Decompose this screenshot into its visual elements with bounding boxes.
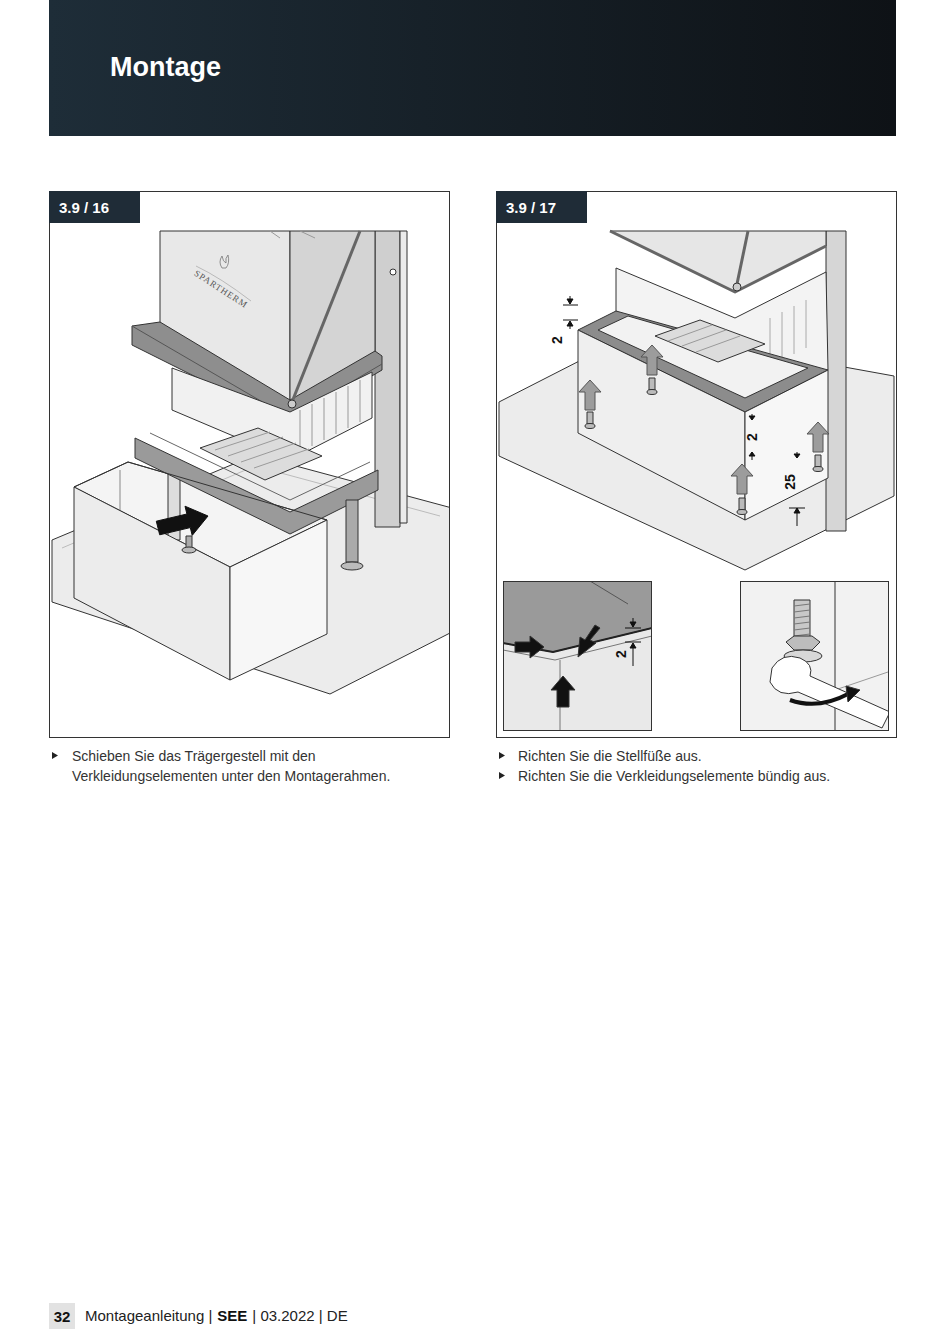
instruction-text: Richten Sie die Stellfüße aus. — [518, 746, 878, 766]
dimension: 2 — [745, 433, 759, 441]
dimension: 25 — [783, 474, 797, 490]
brand-logo: SPARTHERM — [192, 268, 249, 310]
box-text: 3.9 / 17 — [506, 199, 556, 216]
footer-text: | 03.2022 | DE — [252, 1307, 347, 1324]
figure-tag: 3.9 / 16 — [49, 191, 140, 223]
page-number: 32 — [49, 1303, 75, 1329]
fireplace-figure — [52, 231, 449, 694]
fireplace-figure — [499, 231, 894, 570]
joint-detail — [504, 582, 651, 730]
header-band — [49, 0, 896, 136]
instruction-text: Schieben Sie das Trägergestell mit den V… — [72, 746, 417, 786]
instruction-text: Richten Sie die Verkleidungselemente bün… — [518, 766, 878, 786]
dimension: 2 — [614, 650, 628, 658]
detail-frame — [504, 582, 652, 731]
foot-adjust-detail — [770, 582, 888, 730]
footer-text: Montageanleitung | — [85, 1307, 212, 1324]
box-text: 3.9 / 16 — [59, 199, 109, 216]
footer-text: SEE — [217, 1307, 247, 1324]
figure-tag: 3.9 / 17 — [496, 191, 587, 223]
figure-frame — [497, 192, 897, 738]
dimension: 2 — [550, 336, 564, 344]
page-title: Montage — [110, 52, 221, 83]
box-text: 32 — [54, 1308, 71, 1325]
